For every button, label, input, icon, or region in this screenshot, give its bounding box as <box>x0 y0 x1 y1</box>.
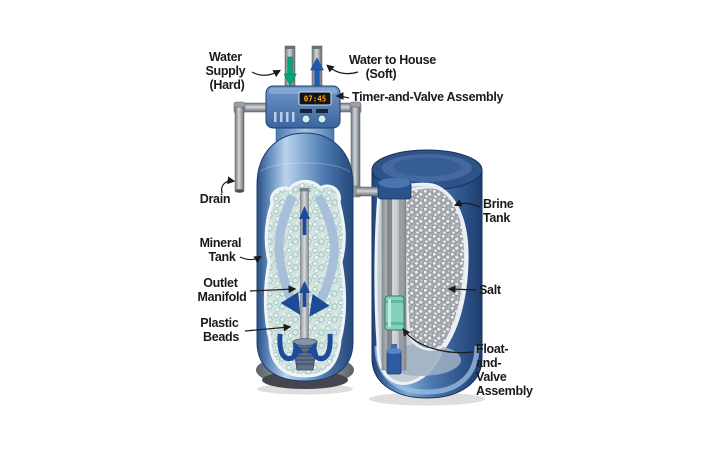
timer-display-value: 07:45 <box>304 95 327 104</box>
label-text: Water <box>209 50 242 64</box>
label-water-to-house: Water to House (Soft) <box>326 53 439 81</box>
svg-text:Brine Tank: Brine Tank <box>483 197 517 225</box>
svg-text:Water Supply (Hard: Water Supply (Hard) <box>205 50 248 92</box>
label-outlet-manifold: Outlet Manifold <box>198 276 297 304</box>
svg-text:Plastic Beads: Plastic Beads <box>200 316 241 344</box>
svg-text:Mineral Tank: Mineral Tank <box>200 236 245 264</box>
label-brine-tank: Brine Tank <box>453 197 517 225</box>
flow-band-right <box>309 193 339 317</box>
label-plastic-beads: Plastic Beads <box>200 316 292 344</box>
vent-slits <box>274 112 295 122</box>
brine-valve <box>386 344 402 375</box>
label-mineral-tank: Mineral Tank <box>200 236 263 264</box>
mineral-tank-cutaway <box>263 179 347 378</box>
svg-text:Salt: Salt <box>479 283 502 297</box>
label-float-valve-assembly: Float- and- Valve Assembly <box>402 328 533 398</box>
flow-band-left <box>274 193 301 316</box>
return-flow-arrow-left <box>277 333 304 362</box>
svg-text:Drain: Drain <box>200 192 230 206</box>
brine-well-cap <box>377 178 412 200</box>
label-timer-valve-assembly: Timer-and-Valve Assembly <box>335 90 504 104</box>
svg-text:Outlet Manifold: Outlet Manifold <box>198 276 247 304</box>
brine-line-pipe <box>337 101 397 198</box>
up-flow-arrow-icon <box>299 206 310 307</box>
svg-text:Float- and- Valve: Float- and- Valve Assembly <box>476 342 533 398</box>
label-drain: Drain <box>200 176 236 206</box>
mineral-tank <box>256 117 354 389</box>
float <box>384 295 405 331</box>
drain-pipe <box>233 101 272 193</box>
brine-tank-shadow <box>369 392 485 406</box>
hard-water-flow-arrow-icon <box>283 56 297 87</box>
brine-well-tube <box>381 195 407 371</box>
return-flow-arrow-right <box>306 333 333 362</box>
timer-buttons <box>300 109 328 124</box>
svg-text:Water to House (Soft): Water to House (Soft) <box>349 53 439 81</box>
soft-water-flow-arrow-icon <box>310 57 324 88</box>
timer-display: 07:45 <box>298 91 332 106</box>
timer-valve-assembly: 07:45 <box>265 85 341 129</box>
svg-text:Timer-and-Valve Assembly: Timer-and-Valve Assembly <box>352 90 504 104</box>
label-water-supply: Water Supply (Hard) <box>205 50 282 92</box>
label-salt: Salt <box>447 283 502 297</box>
brine-tank <box>371 149 483 399</box>
salt-mass <box>403 186 467 351</box>
